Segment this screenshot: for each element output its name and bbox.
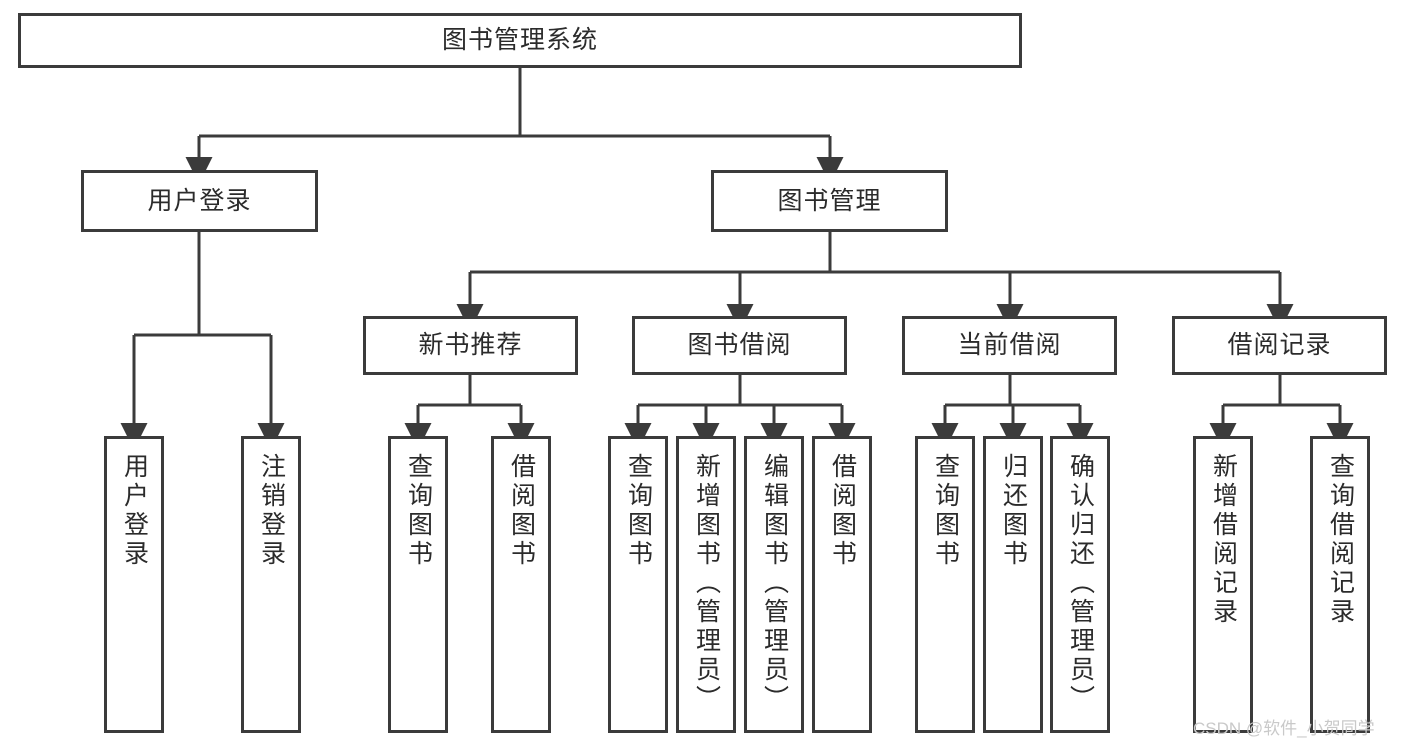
leaf-query-book-borrowing[interactable]: 查询图书 bbox=[608, 436, 668, 733]
node-borrowing-record[interactable]: 借阅记录 bbox=[1172, 316, 1387, 375]
node-label: 编辑图书（管理员） bbox=[760, 453, 789, 714]
node-label: 图书管理系统 bbox=[441, 26, 598, 55]
csdn-watermark: CSDN @软件_小贺同学 bbox=[1193, 719, 1375, 738]
leaf-query-book-current[interactable]: 查询图书 bbox=[915, 436, 975, 733]
node-label: 查询借阅记录 bbox=[1326, 453, 1355, 627]
node-label: 确认归还（管理员） bbox=[1066, 453, 1095, 714]
node-new-book-recommendation[interactable]: 新书推荐 bbox=[363, 316, 578, 375]
node-label: 借阅记录 bbox=[1227, 331, 1332, 360]
node-label: 注销登录 bbox=[257, 453, 286, 569]
node-label: 图书借阅 bbox=[687, 331, 792, 360]
leaf-query-borrowing-record[interactable]: 查询借阅记录 bbox=[1310, 436, 1370, 733]
node-label: 用户登录 bbox=[147, 186, 252, 215]
node-root-book-management-system[interactable]: 图书管理系统 bbox=[18, 13, 1022, 68]
node-label: 归还图书 bbox=[999, 453, 1028, 569]
node-label: 当前借阅 bbox=[957, 331, 1062, 360]
node-current-borrowing[interactable]: 当前借阅 bbox=[902, 316, 1117, 375]
node-label: 借阅图书 bbox=[507, 453, 536, 569]
leaf-borrow-book-borrowing[interactable]: 借阅图书 bbox=[812, 436, 872, 733]
leaf-borrow-book-new-recommendation[interactable]: 借阅图书 bbox=[491, 436, 551, 733]
leaf-user-login[interactable]: 用户登录 bbox=[104, 436, 164, 733]
node-user-login[interactable]: 用户登录 bbox=[81, 170, 318, 232]
node-label: 用户登录 bbox=[120, 453, 149, 569]
node-label: 查询图书 bbox=[624, 453, 653, 569]
leaf-add-borrowing-record[interactable]: 新增借阅记录 bbox=[1193, 436, 1253, 733]
node-book-borrowing[interactable]: 图书借阅 bbox=[632, 316, 847, 375]
leaf-return-book[interactable]: 归还图书 bbox=[983, 436, 1043, 733]
leaf-edit-book-admin[interactable]: 编辑图书（管理员） bbox=[744, 436, 804, 733]
node-label: 查询图书 bbox=[404, 453, 433, 569]
leaf-add-book-admin[interactable]: 新增图书（管理员） bbox=[676, 436, 736, 733]
leaf-query-book-new-recommendation[interactable]: 查询图书 bbox=[388, 436, 448, 733]
node-book-management[interactable]: 图书管理 bbox=[711, 170, 948, 232]
leaf-logout[interactable]: 注销登录 bbox=[241, 436, 301, 733]
node-label: 新增图书（管理员） bbox=[692, 453, 721, 714]
leaf-confirm-return-admin[interactable]: 确认归还（管理员） bbox=[1050, 436, 1110, 733]
node-label: 新书推荐 bbox=[418, 331, 523, 360]
node-label: 图书管理 bbox=[777, 186, 882, 215]
node-label: 查询图书 bbox=[931, 453, 960, 569]
node-label: 新增借阅记录 bbox=[1209, 453, 1238, 627]
node-label: 借阅图书 bbox=[828, 453, 857, 569]
